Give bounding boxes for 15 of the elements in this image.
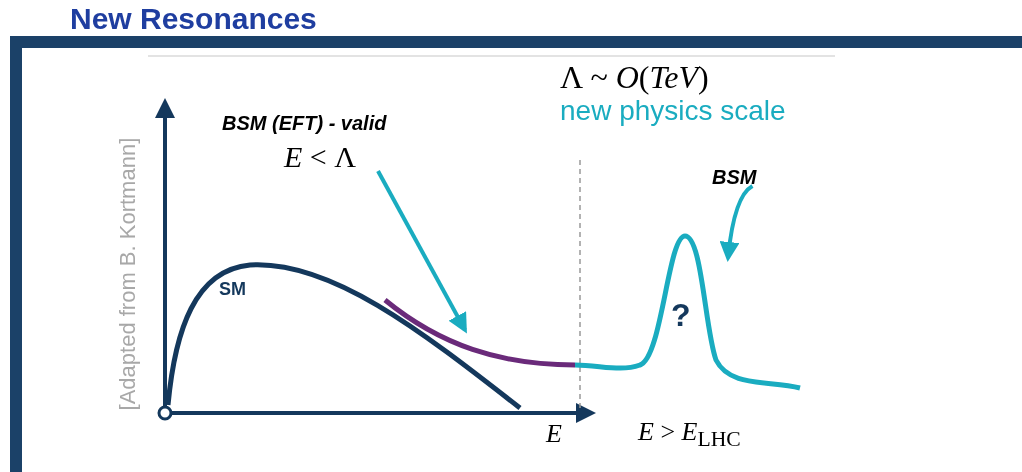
annotation-heading: BSM (EFT) - valid: [222, 112, 387, 134]
math-expression: E < Λ: [284, 140, 356, 173]
curve-label: SM: [219, 280, 246, 300]
math-expression: E > E$_{LHC}$: [638, 418, 741, 452]
resonance-peak-curve: [574, 233, 801, 391]
question-mark: ?: [671, 298, 691, 334]
eft-curve-segment: [383, 298, 576, 368]
credit-note: [Adapted from B. Kortmann]: [116, 137, 141, 411]
axis-label: E: [546, 420, 562, 449]
annotation-heading: BSM: [712, 166, 757, 188]
slide-title: New Resonances: [70, 2, 317, 35]
scale-caption: new physics scale: [560, 96, 786, 127]
leader-arrow: [719, 184, 754, 262]
leader-arrow: [376, 170, 467, 334]
math-expression: Λ ~ O(TeV): [560, 60, 709, 96]
